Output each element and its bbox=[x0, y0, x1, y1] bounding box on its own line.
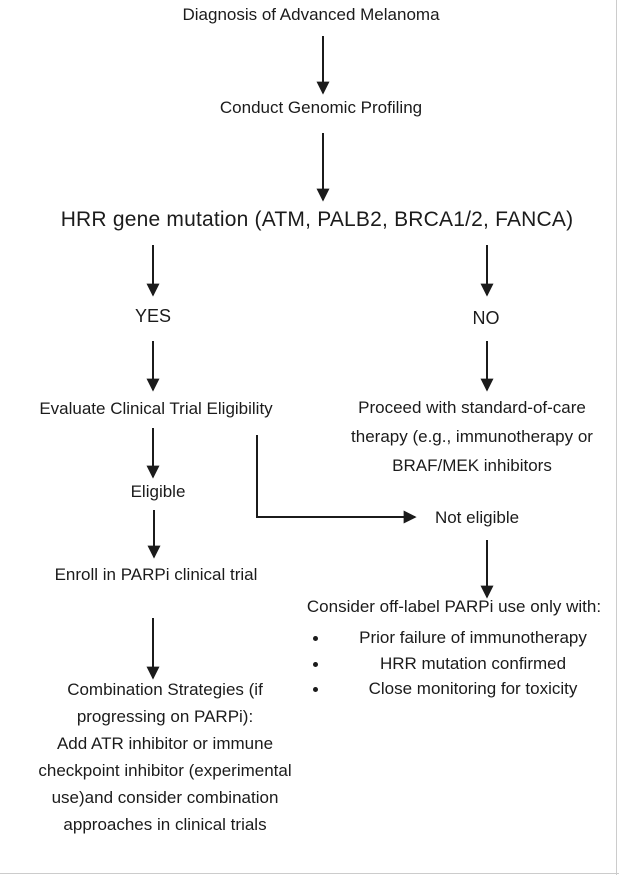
node-genomic-profiling: Conduct Genomic Profiling bbox=[219, 98, 423, 117]
node-off-label-heading: Consider off-label PARPi use only with: bbox=[306, 597, 602, 616]
standard-care-line: Proceed with standard-of-care bbox=[358, 398, 586, 417]
combination-line: Add ATR inhibitor or immune bbox=[56, 734, 274, 753]
node-standard-care: Proceed with standard-of-care therapy (e… bbox=[351, 393, 593, 480]
page-bottom-edge bbox=[0, 873, 619, 874]
combination-line: progressing on PARPi): bbox=[76, 707, 254, 726]
branch-label-no: NO bbox=[472, 308, 500, 328]
combination-line: approaches in clinical trials bbox=[63, 815, 267, 834]
node-diagnosis: Diagnosis of Advanced Melanoma bbox=[182, 5, 440, 24]
combination-line: checkpoint inhibitor (experimental bbox=[38, 761, 292, 780]
combination-line: use)and consider combination bbox=[51, 788, 279, 807]
bullet-text: Prior failure of immunotherapy bbox=[359, 628, 587, 647]
branch-label-yes: YES bbox=[134, 306, 172, 326]
bullet-text: Close monitoring for toxicity bbox=[368, 679, 578, 698]
arrow-evaluate-to-not-eligible bbox=[256, 435, 417, 524]
page-right-edge bbox=[616, 0, 617, 875]
off-label-bullet: HRR mutation confirmed bbox=[313, 654, 616, 674]
combination-line: Combination Strategies (if bbox=[67, 680, 263, 699]
bullet-dot-icon bbox=[313, 687, 318, 692]
bullet-dot-icon bbox=[313, 636, 318, 641]
node-eligible: Eligible bbox=[130, 482, 186, 501]
node-combination-strategies: Combination Strategies (if progressing o… bbox=[38, 676, 291, 838]
off-label-bullet: Prior failure of immunotherapy bbox=[313, 628, 616, 648]
standard-care-line: BRAF/MEK inhibitors bbox=[392, 456, 552, 475]
bullet-dot-icon bbox=[313, 662, 318, 667]
node-enroll-parpi-trial: Enroll in PARPi clinical trial bbox=[54, 565, 258, 584]
node-evaluate-eligibility: Evaluate Clinical Trial Eligibility bbox=[39, 399, 273, 418]
bullet-text: HRR mutation confirmed bbox=[379, 654, 567, 673]
off-label-bullet: Close monitoring for toxicity bbox=[313, 679, 616, 699]
node-not-eligible: Not eligible bbox=[434, 508, 520, 527]
node-hrr-decision: HRR gene mutation (ATM, PALB2, BRCA1/2, … bbox=[60, 208, 574, 231]
standard-care-line: therapy (e.g., immunotherapy or bbox=[351, 427, 593, 446]
